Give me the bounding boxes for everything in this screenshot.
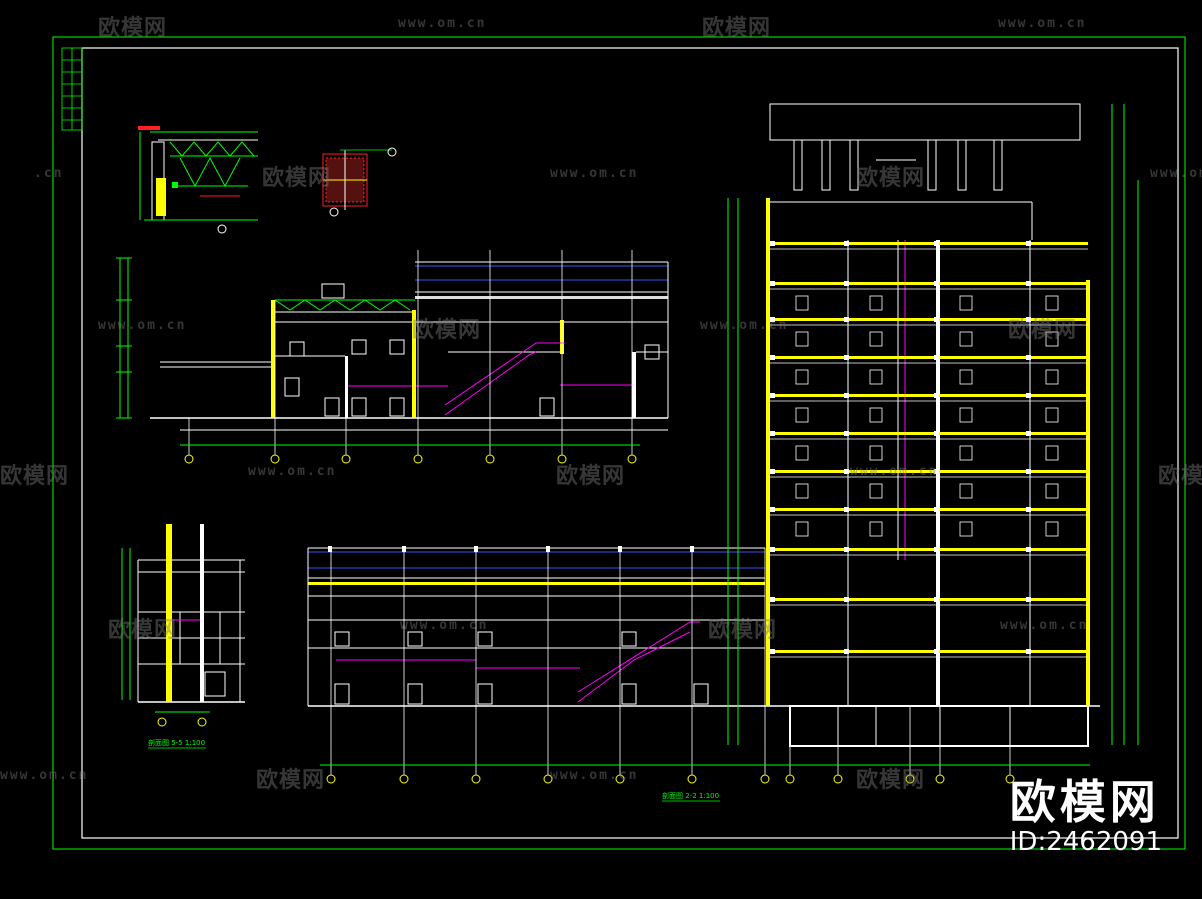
column-node bbox=[934, 547, 939, 552]
column-node bbox=[844, 317, 849, 322]
tower-window bbox=[959, 445, 973, 461]
column-node bbox=[844, 507, 849, 512]
floor-slab bbox=[770, 318, 1088, 321]
floor-slab bbox=[770, 282, 1088, 285]
tower-window bbox=[795, 407, 809, 423]
column-node bbox=[844, 547, 849, 552]
detail-roof-truss bbox=[138, 126, 258, 234]
floor-slab bbox=[770, 394, 1088, 397]
tower-window bbox=[795, 445, 809, 461]
column-node bbox=[844, 241, 849, 246]
column-node bbox=[770, 507, 775, 512]
tower-window bbox=[795, 521, 809, 537]
column-node bbox=[934, 241, 939, 246]
tower-window bbox=[869, 521, 883, 537]
floor-slab bbox=[770, 356, 1088, 359]
tower-window bbox=[795, 369, 809, 385]
tower-window bbox=[795, 331, 809, 347]
column-node bbox=[844, 281, 849, 286]
tower-window bbox=[1045, 369, 1059, 385]
column-node bbox=[934, 317, 939, 322]
inner-frame bbox=[81, 47, 1179, 839]
column-node bbox=[770, 431, 775, 436]
column-node bbox=[844, 355, 849, 360]
column-node bbox=[1026, 507, 1031, 512]
tower-window bbox=[1045, 295, 1059, 311]
left-title-strip bbox=[61, 47, 83, 131]
tower-window bbox=[1045, 445, 1059, 461]
floor-slab bbox=[770, 598, 1088, 601]
tower-window bbox=[959, 521, 973, 537]
tower-window bbox=[1045, 483, 1059, 499]
floor-slab bbox=[770, 432, 1088, 435]
column-node bbox=[844, 431, 849, 436]
detail-column bbox=[322, 147, 397, 217]
column-node bbox=[844, 469, 849, 474]
floor-slab bbox=[770, 650, 1088, 653]
floor-slab bbox=[770, 242, 1088, 245]
column-node bbox=[934, 649, 939, 654]
tower-window bbox=[1045, 331, 1059, 347]
tower-window bbox=[959, 407, 973, 423]
column-node bbox=[1026, 241, 1031, 246]
column-node bbox=[1026, 281, 1031, 286]
column-node bbox=[1026, 355, 1031, 360]
tower-floors bbox=[770, 241, 1088, 658]
tower-window bbox=[1045, 407, 1059, 423]
tower-window bbox=[795, 295, 809, 311]
column-node bbox=[770, 469, 775, 474]
tower-window bbox=[959, 483, 973, 499]
tower-window bbox=[869, 369, 883, 385]
tower-window bbox=[959, 369, 973, 385]
tower-window bbox=[869, 483, 883, 499]
column-node bbox=[1026, 469, 1031, 474]
column-node bbox=[770, 393, 775, 398]
brand-name: 欧模网 bbox=[1009, 775, 1160, 829]
column-node bbox=[934, 355, 939, 360]
column-node bbox=[934, 597, 939, 602]
column-node bbox=[1026, 393, 1031, 398]
column-node bbox=[844, 649, 849, 654]
main-section-title: 剖面图 2-2 1:100 bbox=[662, 791, 719, 800]
tower-window bbox=[1045, 521, 1059, 537]
column-node bbox=[844, 393, 849, 398]
column-node bbox=[1026, 597, 1031, 602]
column-node bbox=[934, 393, 939, 398]
tower-window bbox=[959, 331, 973, 347]
floor-slab bbox=[770, 470, 1088, 473]
tower-window bbox=[869, 445, 883, 461]
column-node bbox=[770, 597, 775, 602]
tower-window bbox=[959, 295, 973, 311]
brand-id: ID:2462091 bbox=[1009, 827, 1162, 857]
column-node bbox=[1026, 649, 1031, 654]
column-node bbox=[934, 469, 939, 474]
outer-frame bbox=[52, 36, 1186, 850]
upper-section bbox=[116, 250, 669, 464]
column-node bbox=[770, 281, 775, 286]
column-node bbox=[934, 431, 939, 436]
column-node bbox=[844, 597, 849, 602]
column-node bbox=[934, 281, 939, 286]
tower-window bbox=[869, 407, 883, 423]
column-node bbox=[1026, 431, 1031, 436]
floor-slab bbox=[770, 548, 1088, 551]
column-node bbox=[770, 355, 775, 360]
column-node bbox=[770, 317, 775, 322]
column-node bbox=[770, 241, 775, 246]
column-node bbox=[934, 507, 939, 512]
tower-window bbox=[869, 331, 883, 347]
small-section-title: 剖面图 5-5 1:100 bbox=[148, 738, 205, 747]
column-node bbox=[770, 649, 775, 654]
tower-window bbox=[795, 483, 809, 499]
tower-window bbox=[869, 295, 883, 311]
brand-overlay: 欧模网 ID:2462091 bbox=[1010, 777, 1162, 857]
column-node bbox=[1026, 317, 1031, 322]
column-node bbox=[1026, 547, 1031, 552]
small-section bbox=[121, 524, 245, 727]
floor-slab bbox=[770, 508, 1088, 511]
column-node bbox=[770, 547, 775, 552]
